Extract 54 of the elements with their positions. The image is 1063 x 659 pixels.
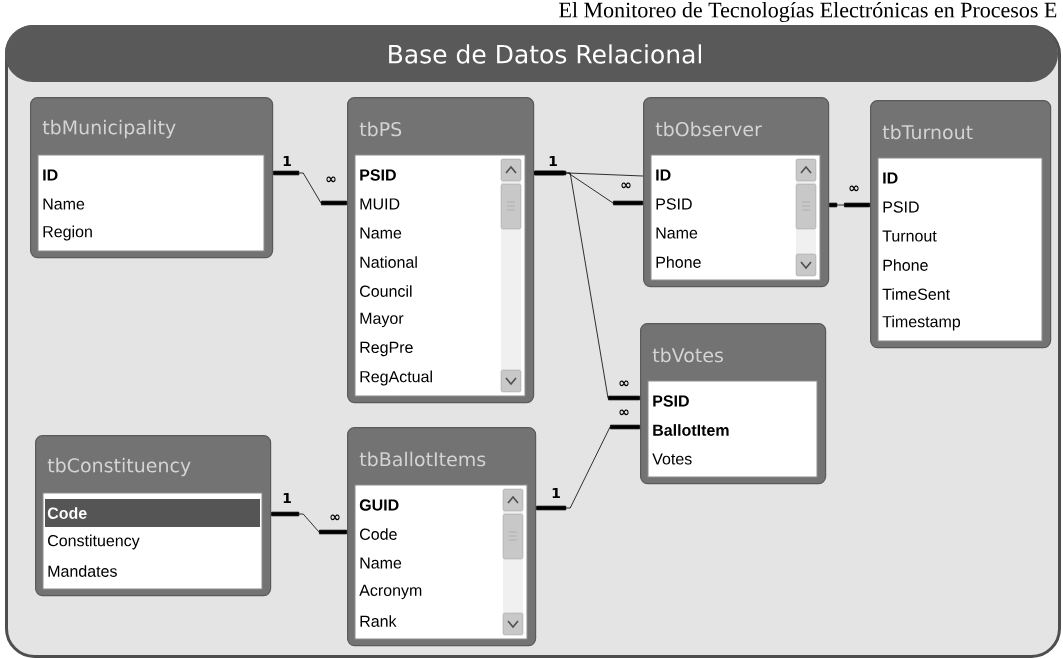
- cardinality-label: ∞: [621, 182, 631, 189]
- field-name: Code: [360, 528, 397, 540]
- field-name: Name: [43, 198, 85, 210]
- field-name: Name: [360, 557, 402, 569]
- relationship-line: [271, 511, 347, 535]
- cardinality-label: 1: [283, 492, 291, 504]
- selected-field: Code: [45, 499, 260, 527]
- cardinality-label: ∞: [619, 380, 629, 387]
- field-name: ID: [656, 169, 671, 181]
- field-name: PSID: [656, 198, 692, 210]
- cardinality-label: ∞: [619, 409, 629, 416]
- field-name: National: [360, 256, 417, 268]
- field-name: ID: [883, 172, 898, 184]
- running-header: El Monitoreo de Tecnologías Electrónicas en Procesos E: [559, 1, 1057, 23]
- field-name: MUID: [360, 198, 400, 210]
- field-name: PSID: [883, 201, 919, 213]
- field-name: Name: [360, 227, 402, 239]
- field-name: BallotItem: [653, 424, 729, 436]
- field-name: Mandates: [48, 565, 117, 577]
- relationship-line: [534, 170, 640, 401]
- table-title: tbPS: [359, 121, 402, 137]
- field-name: Region: [43, 225, 92, 241]
- cardinality-label: 1: [283, 155, 291, 167]
- field-name: Turnout: [882, 230, 937, 242]
- field-name: RegActual: [360, 370, 432, 386]
- table-title: tbBallotItems: [359, 451, 486, 467]
- relationship-line: [536, 424, 640, 511]
- cardinality-label: ∞: [849, 185, 859, 192]
- table-title: tbMunicipality: [42, 119, 176, 139]
- relationship-line: [829, 202, 870, 208]
- field-name: Timestamp: [882, 315, 961, 331]
- cardinality-label: 1: [552, 487, 560, 499]
- field-name: ID: [43, 169, 58, 181]
- title-band: Base de Datos Relacional: [5, 25, 1058, 82]
- field-name: GUID: [359, 499, 399, 511]
- table-title: tbConstituency: [47, 457, 191, 477]
- field-name: Phone: [656, 256, 701, 268]
- table-title: tbTurnout: [882, 124, 973, 140]
- field-name: PSID: [360, 169, 396, 181]
- field-name: PSID: [653, 395, 689, 407]
- cardinality-label: 1: [549, 155, 557, 167]
- field-name: Mayor: [360, 312, 404, 328]
- field-name: RegPre: [360, 341, 413, 357]
- table-title: tbVotes: [652, 347, 723, 363]
- field-name: TimeSent: [882, 288, 950, 300]
- field-name: Council: [360, 285, 412, 297]
- relationship-line: [273, 170, 347, 206]
- field-name: Acronym: [359, 584, 422, 600]
- field-name: Votes: [652, 453, 692, 465]
- field-name: Phone: [883, 259, 928, 271]
- table-title: tbObserver: [655, 121, 762, 137]
- field-name: Constituency: [48, 534, 140, 550]
- field-name: Name: [656, 227, 698, 239]
- field-name: Rank: [360, 615, 397, 627]
